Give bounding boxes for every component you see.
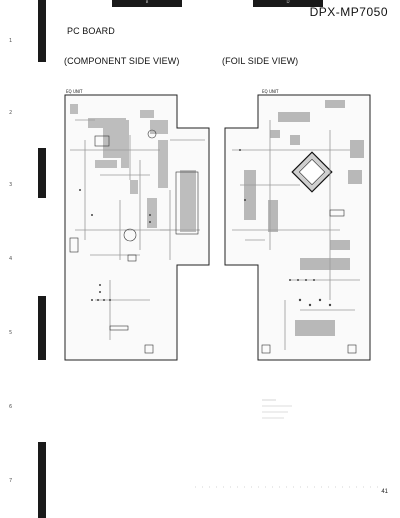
row-marker: 6 — [9, 404, 13, 410]
component-board-unit-label: EQ UNIT — [66, 89, 83, 94]
component-side-view-label: (COMPONENT SIDE VIEW) — [64, 56, 180, 66]
row-marker: 2 — [9, 110, 13, 116]
legend-notes — [262, 398, 302, 427]
legend-lines — [262, 399, 292, 419]
model-number: DPX-MP7050 — [309, 5, 388, 19]
foil-side-view-label: (FOIL SIDE VIEW) — [222, 56, 299, 66]
column-marker-d-label: D — [286, 0, 290, 4]
left-edge-bar — [38, 296, 46, 360]
left-edge-bar — [38, 148, 46, 198]
page-number: 41 — [381, 489, 388, 495]
page-title: PC BOARD — [67, 26, 115, 36]
left-edge-bar — [38, 0, 46, 62]
left-edge-bar — [38, 442, 46, 518]
row-marker: 7 — [9, 478, 13, 484]
row-marker: 4 — [9, 256, 13, 262]
row-marker: 5 — [9, 330, 13, 336]
foil-board-unit-label: EQ UNIT — [262, 89, 279, 94]
column-marker-b-label: B — [145, 0, 149, 4]
row-marker: 1 — [9, 38, 13, 44]
column-marker-b: B — [112, 0, 182, 7]
row-marker: 3 — [9, 182, 13, 188]
column-marker-d: D — [253, 0, 323, 7]
